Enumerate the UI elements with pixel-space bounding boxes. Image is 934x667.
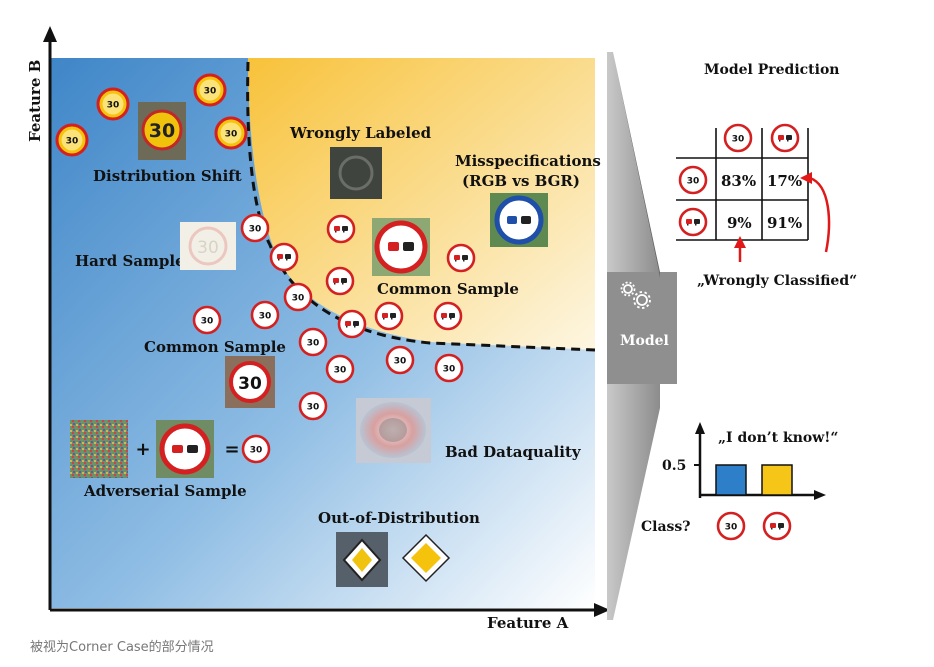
x-axis-label: Feature A — [487, 614, 569, 632]
misspecified-sign-image — [490, 193, 548, 247]
svg-text:+: + — [135, 439, 150, 460]
y-axis-label: Feature B — [26, 60, 44, 142]
common-sample-image-blue: 30 — [225, 356, 275, 408]
class-axis-label: Class? — [641, 519, 691, 535]
bad-dataquality-label: Bad Dataquality — [445, 443, 582, 461]
gear-icon — [620, 281, 651, 309]
wrongly-labeled-label: Wrongly Labeled — [289, 124, 432, 142]
common-sample-label-left: Common Sample — [144, 338, 286, 356]
out-of-distribution-label: Out-of-Distribution — [318, 509, 480, 527]
hard-sample-image: 30 — [180, 222, 236, 270]
y-tick-05: 0.5 — [662, 458, 686, 474]
arrow-head-left — [800, 172, 812, 184]
common-sample-label-right: Common Sample — [377, 280, 519, 298]
bar-no-overtaking — [761, 464, 793, 496]
wrongly-classified-arrows — [738, 176, 831, 262]
cell-r2c1: 9% — [727, 214, 752, 232]
uncertainty-chart — [694, 422, 826, 500]
arrow-head-up — [734, 236, 746, 248]
distribution-shift-signs: 30 — [55, 73, 248, 160]
misspecifications-sublabel: (RGB vs BGR) — [462, 172, 580, 190]
cell-r2c2: 91% — [767, 214, 802, 232]
out-of-distribution-images — [336, 532, 451, 587]
wrongly-labeled-image — [330, 147, 382, 199]
svg-text:=: = — [224, 439, 239, 460]
common-sample-image-orange — [372, 218, 430, 276]
svg-text:30: 30 — [238, 374, 262, 394]
decision-boundary — [246, 61, 596, 352]
svg-text:30: 30 — [149, 120, 175, 142]
i-dont-know-title: „I don’t know!“ — [718, 430, 838, 446]
caption: 被视为Corner Case的部分情况 — [30, 640, 214, 655]
misspecifications-label: Misspecifications — [455, 152, 601, 170]
svg-text:30: 30 — [197, 238, 219, 258]
axes — [43, 26, 610, 617]
hard-sample-label: Hard Sample — [75, 252, 185, 270]
model-prediction-title: Model Prediction — [704, 62, 839, 78]
model-label: Model — [620, 333, 669, 349]
adversarial-equation: + = — [70, 420, 271, 478]
bad-dataquality-image — [356, 398, 431, 463]
cell-r1c1: 83% — [721, 172, 756, 190]
class-signs — [716, 511, 792, 541]
bar-speed-limit-30 — [715, 464, 747, 496]
adverserial-sample-label: Adverserial Sample — [83, 482, 247, 500]
model-funnel — [607, 52, 677, 620]
distribution-shift-label: Distribution Shift — [93, 167, 242, 185]
cell-r1c2: 17% — [767, 172, 802, 190]
wrongly-classified-label: „Wrongly Classified“ — [697, 273, 857, 289]
prediction-table — [676, 128, 809, 241]
